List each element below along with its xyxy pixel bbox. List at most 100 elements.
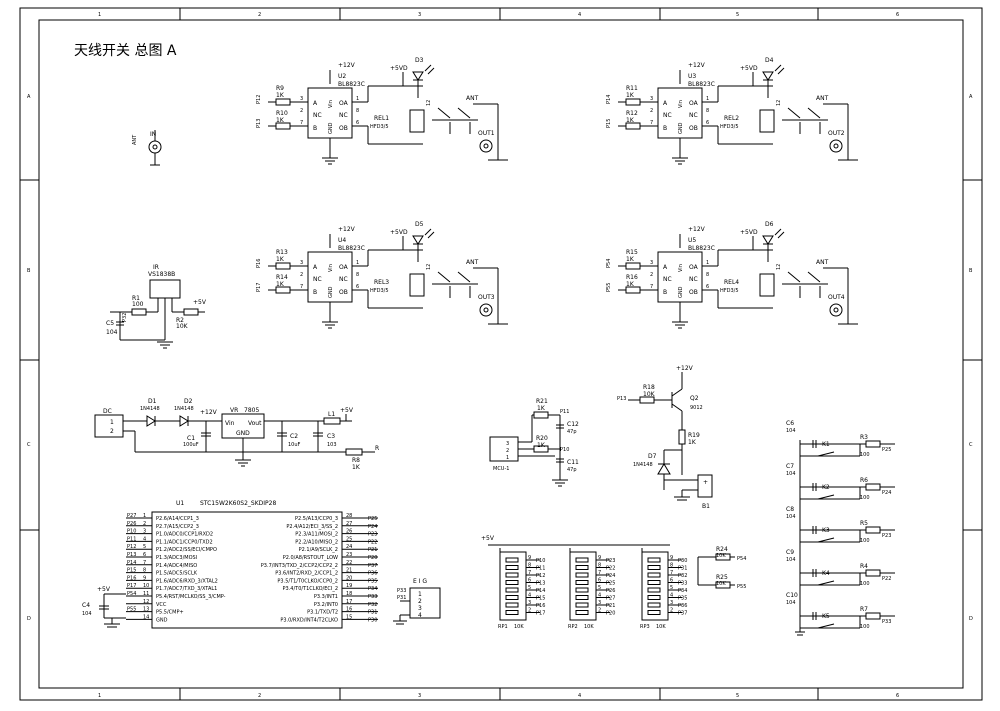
driver-pin-oa: OA (339, 264, 349, 271)
rpack-pin-num: 7 (670, 570, 673, 576)
driver-pin-vin: Vin (678, 264, 684, 272)
q2-ref: Q2 (690, 395, 699, 402)
mcu-port-label: P15 (127, 568, 136, 574)
res-ref: R11 (626, 85, 638, 92)
driver-pin-gnd: GND (678, 286, 684, 298)
mcu-pin-num: 9 (143, 575, 146, 581)
res-val: 1K (276, 256, 285, 263)
key-res-val: 100 (860, 581, 870, 587)
in-ant-label: ANT (132, 134, 138, 145)
prog-p33: P33 (397, 588, 406, 594)
led-diode (412, 71, 424, 81)
bz-12v: +12V (676, 365, 694, 372)
key-cap-ref: C10 (786, 592, 798, 599)
relay-coil (759, 273, 775, 297)
driver-pin-ob: OB (339, 125, 348, 132)
switch-lever (817, 494, 835, 500)
rpack-resistor (575, 602, 589, 608)
d1-ref: D1 (148, 398, 157, 405)
key-cap-ref: C9 (786, 549, 794, 556)
rc-p11: P11 (560, 409, 569, 415)
c3-val: 103 (327, 442, 337, 448)
resistor (625, 98, 641, 106)
res-val: 1K (276, 281, 285, 288)
resistor (625, 286, 641, 294)
ir-ref: IR (153, 264, 159, 271)
res-val: 1K (626, 92, 635, 99)
rpack-port: P23 (606, 558, 615, 564)
vr-vout: Vout (248, 420, 262, 427)
frame-col-label: 1 (98, 12, 101, 18)
out-connector (829, 303, 843, 317)
rpack-port: P36 (678, 603, 687, 609)
rpack-resistor (575, 595, 589, 600)
rpack-pin-num: 6 (670, 578, 673, 584)
frame-row-label: D (27, 616, 31, 622)
rpack-pin-num: 8 (598, 563, 601, 569)
key-res-ref: R6 (860, 477, 868, 484)
svg-text:4: 4 (418, 612, 422, 619)
mcu-pin-num: 15 (346, 614, 352, 620)
power-supply: DC 1 2 D1 1N4148 D2 1N4148 +12V C1 100uF… (94, 398, 379, 471)
rpack-resistor (647, 572, 661, 578)
rpack-val: 10K (584, 624, 594, 630)
q2-part: 9012 (690, 405, 703, 411)
pin-num: 8 (356, 108, 359, 114)
mcu-pin-fn: P1.5/ADC5/SCLK (156, 571, 198, 577)
mcu-pin-num: 24 (346, 544, 352, 550)
key-cap-val: 104 (786, 514, 796, 520)
pin-num: 7 (650, 284, 653, 290)
res-val: 1K (276, 117, 285, 124)
ir-cv: 104 (106, 329, 118, 336)
mcu-port-label: P12 (127, 544, 136, 550)
r24-port: P54 (737, 556, 746, 562)
mcu-port-label: P24 (368, 524, 377, 530)
rpack-resistor (505, 580, 519, 585)
mcu-port-label: P11 (127, 536, 136, 542)
buzzer-driver: P13 R18 10K +12V Q2 9012 R19 1K D7 1N414… (617, 365, 713, 510)
key-cap-val: 104 (786, 557, 796, 563)
resistor (275, 262, 291, 270)
ir-5v: +5V (193, 299, 207, 306)
mcu-pin-num: 5 (143, 544, 146, 550)
key-res-val: 100 (860, 624, 870, 630)
rpack-resistor (647, 587, 661, 593)
wire (777, 67, 785, 75)
d2-ref: D2 (184, 398, 193, 405)
rpack-port: P14 (536, 588, 545, 594)
switch-lever (817, 537, 835, 543)
rpack-resistor (505, 602, 519, 608)
prog-ref: E I G (413, 578, 427, 585)
led-ref: D6 (765, 221, 774, 228)
d7-ref: D7 (648, 453, 657, 460)
rpack-pin-num: 7 (598, 570, 601, 576)
port-label: P54 (606, 259, 612, 268)
key-res-ref: R5 (860, 520, 868, 527)
rpack-pin-num: 3 (528, 600, 531, 606)
mcu-pin-num: 22 (346, 560, 352, 566)
switch-lever (817, 451, 835, 457)
channel-12v: +12V (338, 226, 356, 233)
key-ref: K5 (822, 613, 830, 620)
c1-val: 100uF (183, 442, 199, 448)
pin-num: 7 (300, 120, 303, 126)
mcu-port-label: P10 (127, 529, 136, 535)
switch-contact (787, 107, 801, 119)
key-cap-val: 104 (786, 428, 796, 434)
rpack-port: P13 (536, 581, 545, 587)
relay-ref: REL2 (724, 115, 739, 122)
mcu-pin-num: 2 (143, 521, 146, 527)
led-ray (774, 228, 782, 236)
driver-pin-b: B (313, 125, 317, 132)
rpack-resistor (647, 557, 661, 563)
mcu-pin-num: 17 (346, 599, 352, 605)
mcu-port-label: P13 (127, 552, 136, 558)
led-ref: D3 (415, 57, 424, 64)
key-res-ref: R3 (860, 434, 868, 441)
driver-ref: U5 (688, 237, 696, 244)
mcu-pin-fn: P1.1/ADC1/CCP0/TXD2 (156, 539, 213, 545)
mcu-pin-fn: P2.7/A15/CCP2_3 (156, 524, 199, 530)
frame-col-label: 2 (258, 693, 261, 699)
